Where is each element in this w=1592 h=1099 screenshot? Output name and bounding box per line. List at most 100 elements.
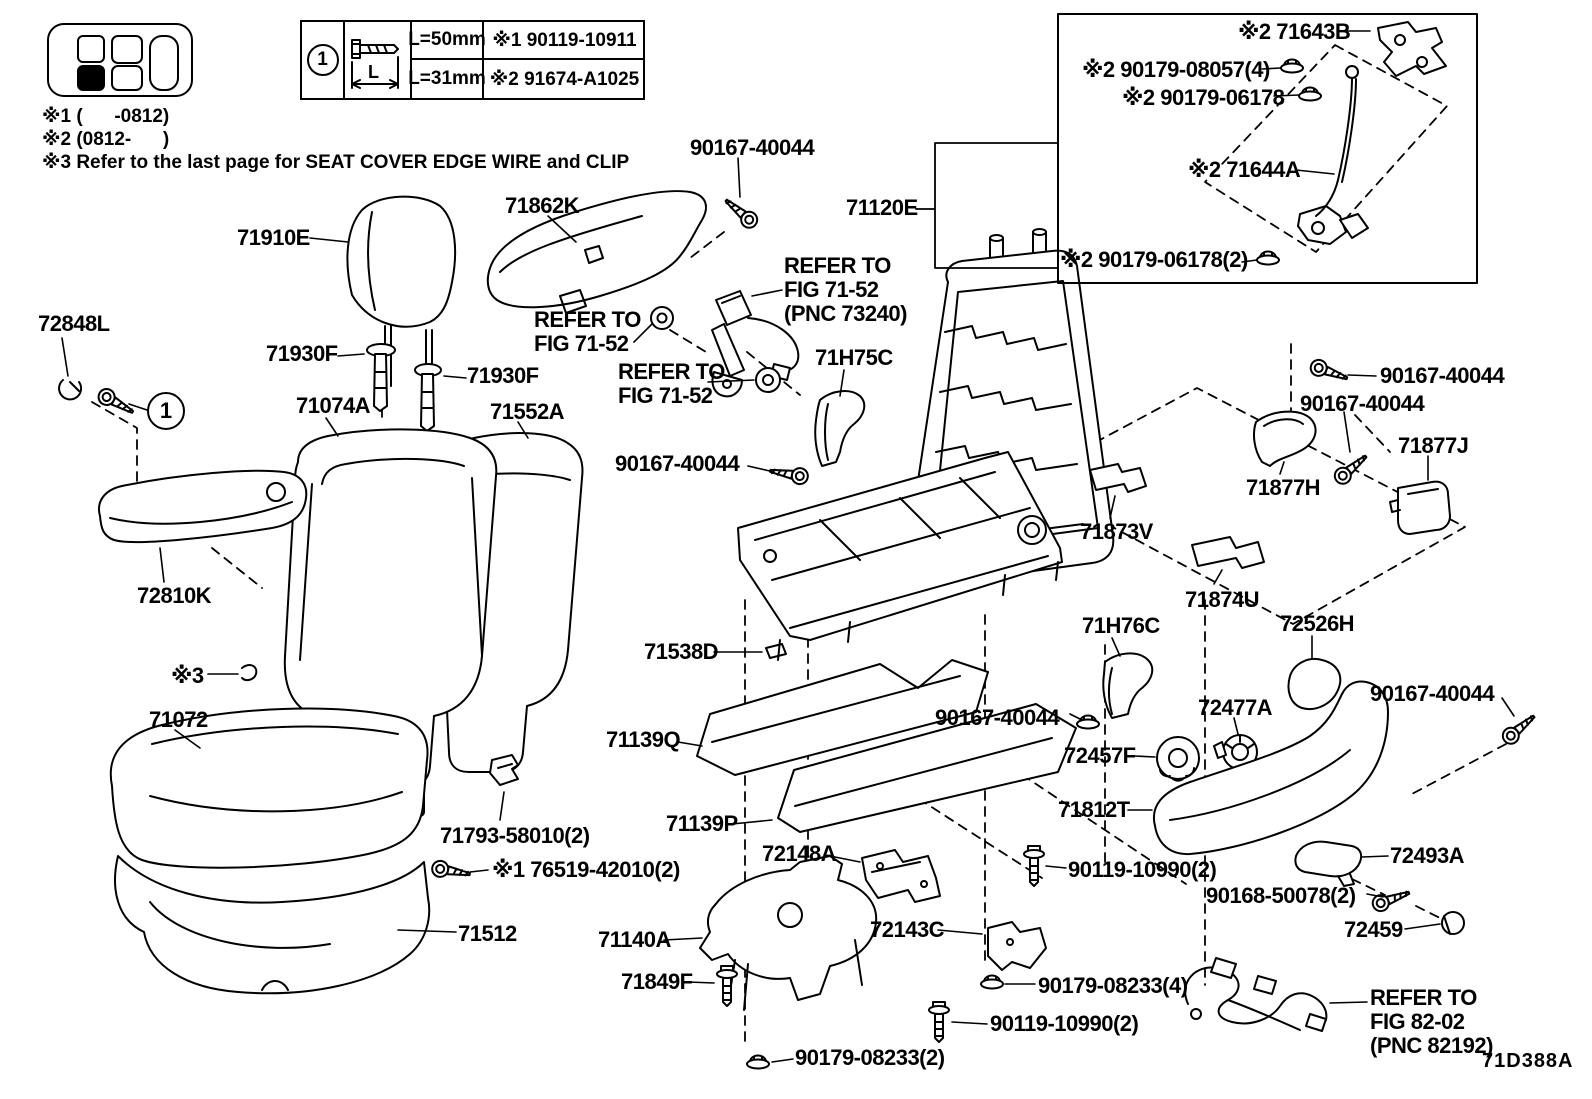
part-label: REFER TO FIG 71-52	[618, 359, 725, 408]
rail-cover-71139P	[777, 703, 1077, 833]
cap-72459	[1441, 911, 1465, 935]
note-2: ※2 (0812- )	[42, 129, 170, 150]
part-label: ※1 76519-42010(2)	[492, 857, 680, 882]
callout-bracket-71120E	[915, 142, 1059, 269]
part-label: 71874U	[1185, 587, 1260, 612]
clip-72848L	[58, 379, 83, 401]
item-number-circle: 1	[306, 44, 339, 76]
part-label: 71074A	[296, 393, 371, 418]
part-label: 71552A	[490, 399, 565, 424]
part-label: 72459	[1344, 917, 1403, 942]
part-label: 72810K	[137, 583, 212, 608]
part-label: 71877H	[1246, 475, 1321, 500]
part-label: 71862K	[505, 193, 580, 218]
part-label: 71793-58010(2)	[440, 823, 590, 848]
legend-length-cell: L=31mm	[408, 60, 486, 98]
bracket-71873V	[1089, 463, 1147, 493]
bracket-71874U	[1191, 536, 1265, 569]
legend-part-cell: ※2 91674-A1025	[489, 68, 640, 90]
part-label: 90167-40044	[690, 135, 815, 160]
grommet-icon	[650, 306, 781, 393]
part-label: ※2 90179-08057(4)	[1082, 57, 1270, 82]
part-label: 71849F	[621, 969, 693, 994]
belt-buckle-assembly	[711, 290, 800, 398]
wire-harness	[1184, 957, 1328, 1032]
handle-72477A	[1213, 734, 1258, 770]
part-label: ※2 90179-06178(2)	[1060, 247, 1248, 272]
bracket-71877J	[1389, 480, 1451, 535]
part-label: 71930F	[467, 363, 539, 388]
fastener-legend-table: 1 L=50mm ※1 90119-10911 L=31mm ※2 91674-…	[300, 20, 645, 100]
part-label: 71930F	[266, 341, 338, 366]
note-3: ※3 Refer to the last page for SEAT COVER…	[42, 152, 630, 173]
part-label: 72526H	[1280, 611, 1355, 636]
part-label: REFER TO FIG 71-52	[534, 307, 641, 356]
part-label: REFER TO FIG 82-02 (PNC 82192)	[1370, 985, 1493, 1058]
cushion-pad-71512	[114, 855, 431, 995]
part-label: 90167-40044	[935, 705, 1060, 730]
part-label: 71120E	[846, 195, 918, 220]
leg-support-71140A	[699, 855, 878, 1011]
bracket-72143C	[987, 921, 1047, 971]
part-label: 71512	[458, 921, 517, 946]
part-label: 71140A	[598, 927, 671, 952]
part-label: 90167-40044	[1380, 363, 1505, 388]
cover-72493A	[1294, 840, 1363, 887]
armrest-72810K	[98, 469, 308, 544]
part-label: 72143C	[870, 917, 945, 942]
leader-lines	[61, 30, 1515, 1063]
headrest-support-71930F	[366, 343, 442, 432]
part-label: 71877J	[1398, 433, 1469, 458]
bracket-72148A	[861, 849, 941, 903]
part-label: 90167-40044	[1370, 681, 1495, 706]
part-label: 71139Q	[606, 727, 681, 752]
clip-71538D	[765, 643, 787, 659]
legend-item-cell: 1	[302, 22, 345, 98]
knob-72457F	[1156, 736, 1200, 782]
part-label: 72457F	[1064, 743, 1136, 768]
part-label: 71H75C	[815, 345, 893, 370]
part-label: 90119-10990(2)	[1068, 857, 1217, 882]
shield-71812T	[1152, 680, 1389, 856]
bolt-length-icon: L	[351, 39, 399, 89]
part-label: 72493A	[1390, 843, 1465, 868]
hook-note3	[241, 664, 258, 682]
part-label: 90179-08233(4)	[1038, 973, 1188, 998]
part-label: REFER TO FIG 71-52 (PNC 73240)	[784, 253, 907, 326]
part-label: 72848L	[38, 311, 110, 336]
side-shield-71862K	[486, 190, 707, 314]
seat-position-pictogram	[47, 23, 193, 97]
part-label: 71910E	[237, 225, 310, 250]
cushion-frame	[737, 451, 1063, 661]
headrest-71910E	[346, 195, 457, 391]
item-number: 1	[317, 49, 328, 70]
legend-icon-cell	[345, 22, 412, 98]
legend-part-cell: ※1 90119-10911	[484, 22, 645, 60]
part-label: 71812T	[1058, 797, 1130, 822]
part-label: 90119-10990(2)	[990, 1011, 1139, 1036]
note-1: ※1 ( -0812)	[42, 106, 170, 127]
part-label: 71873V	[1080, 519, 1153, 544]
item-number: 1	[159, 398, 173, 423]
part-label: 71072	[149, 707, 208, 732]
part-label: 72477A	[1198, 695, 1273, 720]
part-label: 90168-50078(2)	[1206, 883, 1356, 908]
item-number-circle: 1	[147, 392, 185, 430]
part-label: 71538D	[644, 639, 719, 664]
part-label: ※2 71643B	[1238, 19, 1351, 44]
recliner-detail-box	[1057, 13, 1478, 284]
cushion-cover-71072	[109, 707, 429, 869]
shield-71H75C	[814, 390, 866, 467]
part-label: 90179-08233(2)	[795, 1045, 945, 1070]
clip-71793	[489, 754, 519, 786]
cover-72526H	[1287, 658, 1342, 710]
shield-71H76C	[1102, 652, 1154, 719]
part-label: 90167-40044	[615, 451, 740, 476]
part-label: 90167-40044	[1300, 391, 1425, 416]
part-label: ※2 71644A	[1188, 157, 1301, 182]
part-label: 71H76C	[1082, 613, 1160, 638]
part-label: 71139P	[666, 811, 738, 836]
part-label: ※3	[171, 663, 204, 688]
